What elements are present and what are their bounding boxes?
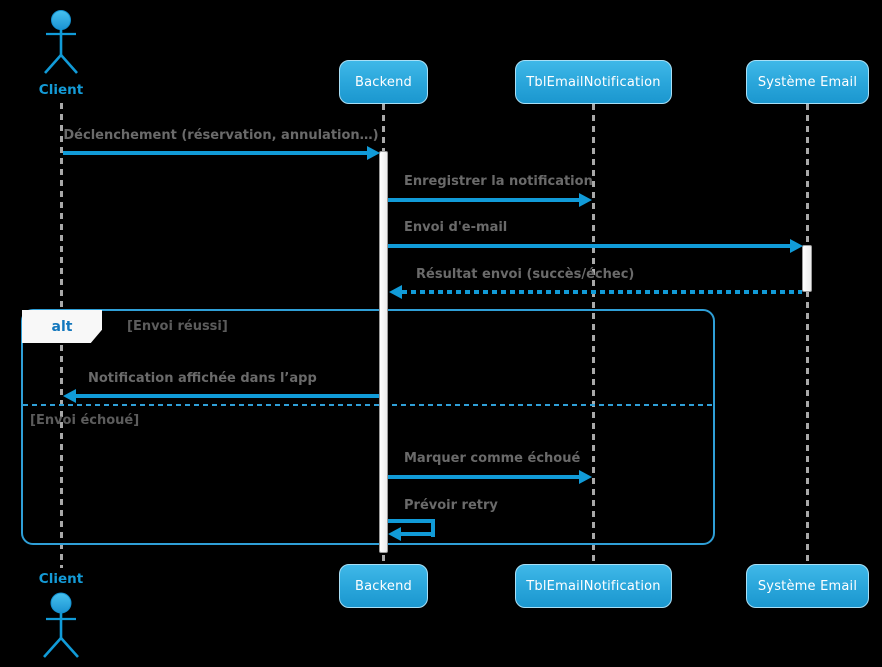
activation-bar-backend — [379, 151, 388, 553]
alt-divider — [23, 404, 715, 406]
participant-systeme-email-bottom: Système Email — [746, 564, 869, 608]
lifeline-tblemailnotification — [592, 104, 595, 563]
message-resultat-label: Résultat envoi (succès/échec) — [416, 267, 635, 282]
participant-systeme-email-top: Système Email — [746, 60, 869, 104]
participant-backend-label: Backend — [355, 74, 412, 90]
participant-backend-bottom: Backend — [339, 564, 428, 608]
alt-fragment-frame — [21, 309, 715, 545]
message-envoi-email-line — [388, 244, 791, 248]
message-marquer-echoue-line — [388, 475, 580, 479]
arrowhead-right-icon — [579, 193, 592, 207]
arrowhead-right-icon — [790, 239, 803, 253]
arrowhead-left-icon — [63, 389, 76, 403]
lifeline-systeme-email — [806, 104, 809, 563]
alt-operator-text: alt — [51, 318, 73, 335]
message-notification-app-line — [75, 394, 379, 398]
participant-systeme-email-label: Système Email — [757, 578, 858, 594]
actor-label-bottom: Client — [38, 571, 84, 587]
participant-tblemailnotification-label: TblEmailNotification — [526, 74, 661, 90]
self-message-top-line — [388, 519, 435, 523]
participant-tblemailnotification-label: TblEmailNotification — [526, 578, 661, 594]
guard-envoi-echoue: [Envoi échoué] — [30, 413, 140, 428]
alt-operator-label: alt — [22, 310, 102, 343]
activation-bar-systeme-email — [802, 245, 812, 292]
message-enregistrer-line — [388, 198, 580, 202]
participant-backend-label: Backend — [355, 578, 412, 594]
message-enregistrer-label: Enregistrer la notification — [404, 174, 593, 189]
self-message-right-line — [431, 519, 435, 537]
guard-envoi-reussi: [Envoi réussi] — [127, 319, 228, 334]
participant-backend-top: Backend — [339, 60, 428, 104]
arrowhead-left-icon — [388, 527, 401, 541]
message-envoi-email-label: Envoi d'e-mail — [404, 220, 508, 235]
message-notification-app-label: Notification affichée dans l’app — [88, 371, 317, 386]
message-prevoir-retry-label: Prévoir retry — [404, 498, 498, 513]
arrowhead-right-icon — [579, 470, 592, 484]
participant-systeme-email-label: Système Email — [757, 74, 858, 90]
message-marquer-echoue-label: Marquer comme échoué — [404, 451, 581, 466]
message-declenchement-label: Déclenchement (réservation, annulation…) — [63, 128, 379, 143]
message-declenchement-line — [63, 151, 368, 155]
actor-label-top: Client — [38, 82, 84, 98]
self-message-bottom-line — [401, 532, 435, 536]
message-resultat-line — [402, 290, 802, 294]
arrowhead-right-icon — [367, 146, 380, 160]
participant-tblemailnotification-bottom: TblEmailNotification — [515, 564, 672, 608]
actor-figure-top — [44, 10, 78, 74]
participant-tblemailnotification-top: TblEmailNotification — [515, 60, 672, 104]
arrowhead-left-icon — [389, 285, 402, 299]
actor-figure-bottom — [43, 592, 79, 658]
